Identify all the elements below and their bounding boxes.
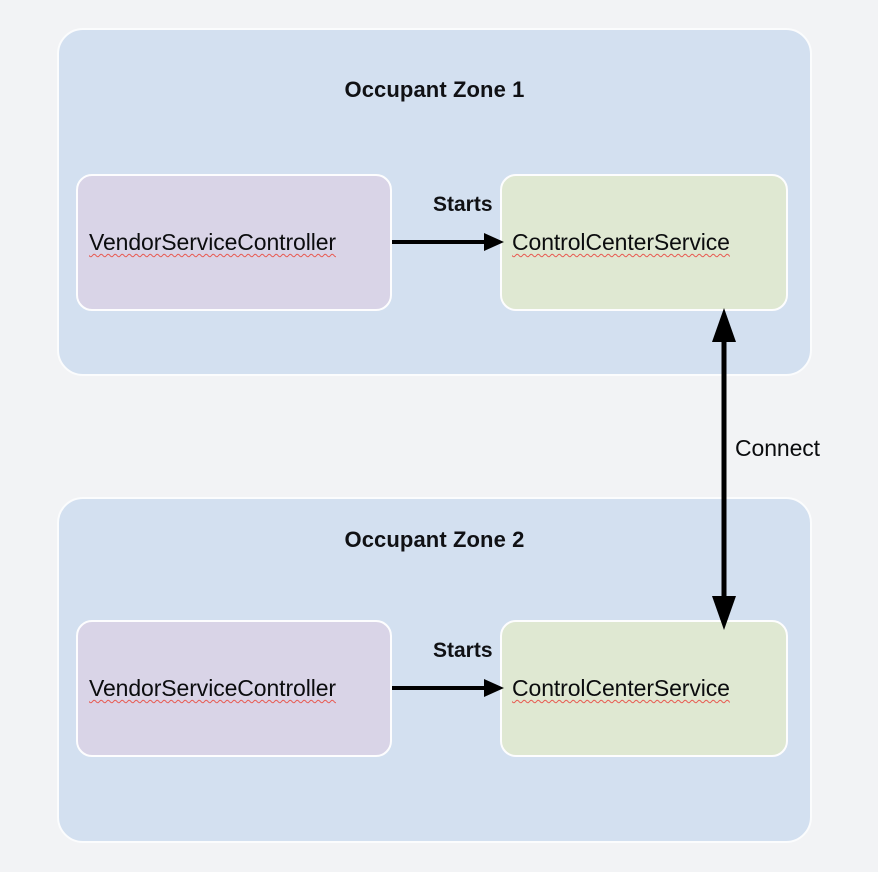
zone-2-vendor-service-controller-label: VendorServiceController xyxy=(89,675,336,701)
zone-2-starts-edge: Starts xyxy=(392,639,504,699)
occupant-zone-1-title: Occupant Zone 1 xyxy=(344,77,525,102)
occupant-zone-2-title: Occupant Zone 2 xyxy=(344,527,525,552)
zone-1-starts-edge-label: Starts xyxy=(433,193,493,216)
zone-2-vendor-service-controller-node[interactable]: VendorServiceController xyxy=(76,620,392,757)
connect-edge-label: Connect xyxy=(735,435,820,461)
occupant-zone-1-container[interactable]: Occupant Zone 1 VendorServiceController … xyxy=(57,28,812,376)
zone-2-starts-edge-label: Starts xyxy=(433,639,493,662)
arrow-right-icon xyxy=(392,679,504,697)
connect-edge xyxy=(702,308,746,630)
arrow-double-vertical-icon xyxy=(712,308,736,630)
zone-1-control-center-service-label: ControlCenterService xyxy=(512,229,730,255)
zone-1-control-center-service-node[interactable]: ControlCenterService xyxy=(500,174,788,311)
arrow-right-icon xyxy=(392,233,504,251)
zone-1-vendor-service-controller-node[interactable]: VendorServiceController xyxy=(76,174,392,311)
occupant-zone-2-container[interactable]: Occupant Zone 2 VendorServiceController … xyxy=(57,497,812,843)
zone-1-starts-edge: Starts xyxy=(392,193,504,253)
zone-2-control-center-service-label: ControlCenterService xyxy=(512,675,730,701)
zone-1-vendor-service-controller-label: VendorServiceController xyxy=(89,229,336,255)
zone-2-control-center-service-node[interactable]: ControlCenterService xyxy=(500,620,788,757)
